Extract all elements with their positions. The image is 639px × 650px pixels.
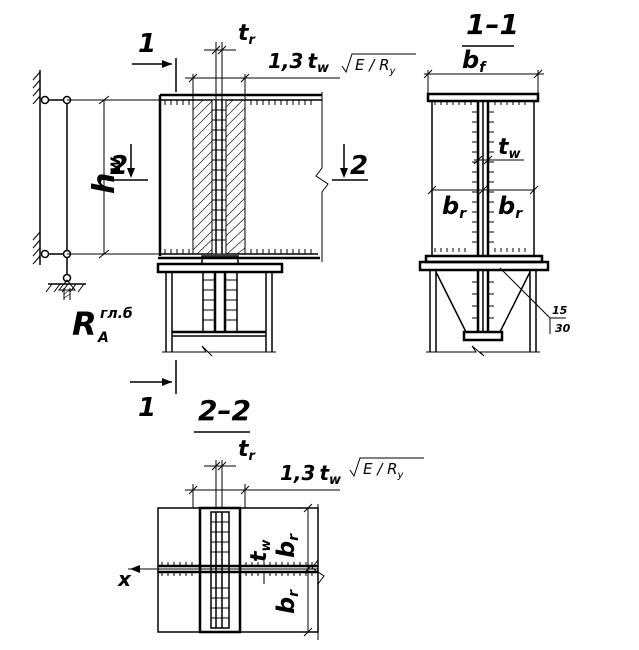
weld-angle-bottom-label: 30 — [555, 322, 571, 335]
weld-angle-top-label: 15 — [552, 304, 568, 317]
section-1-1 — [418, 69, 566, 357]
tw-label-section-1: tw — [498, 135, 522, 162]
root-sign-top — [341, 53, 416, 74]
stiffener-zone-hatch — [192, 99, 246, 255]
support-left — [32, 70, 86, 300]
section-mark-1-bottom-label: 1 — [138, 393, 156, 423]
beam-elevation — [158, 92, 329, 262]
root-sign-section-2 — [349, 457, 424, 478]
reaction-sup-label: гл.б — [100, 306, 133, 322]
section-2-2 — [128, 460, 340, 640]
hw-dimension — [67, 95, 160, 259]
br-lower-label-section-2: br — [272, 589, 302, 614]
reaction-sub-label: A — [97, 330, 109, 346]
tr-label-section-2: tr — [238, 437, 257, 464]
root-label-section-2: E / Ry — [363, 460, 405, 481]
tr-label-top: tr — [238, 21, 257, 48]
br-right-label-section-1: br — [498, 192, 523, 222]
br-left-label-section-1: br — [442, 192, 467, 222]
reaction-label: R — [72, 305, 97, 343]
section-mark-1-top-label: 1 — [138, 29, 156, 59]
br-upper-label-section-2: br — [272, 533, 302, 558]
section-2-2-title: 2–2 — [198, 394, 251, 427]
axis-x-label: x — [117, 567, 132, 591]
section-mark-2-right-label: 2 — [350, 151, 368, 181]
section-mark-2-left-label: 2 — [110, 151, 128, 181]
column-elevation — [156, 255, 284, 357]
bf-label: bf — [462, 46, 487, 76]
root-label-top: E / Ry — [355, 56, 397, 77]
section-mark-1 — [130, 58, 177, 394]
section-1-1-title: 1–1 — [466, 8, 519, 41]
section-mark-2 — [112, 144, 368, 181]
hw-label: hw — [87, 157, 125, 194]
tr-dimension-elevation — [185, 42, 340, 100]
tw-label-section-2: tw — [247, 538, 274, 562]
